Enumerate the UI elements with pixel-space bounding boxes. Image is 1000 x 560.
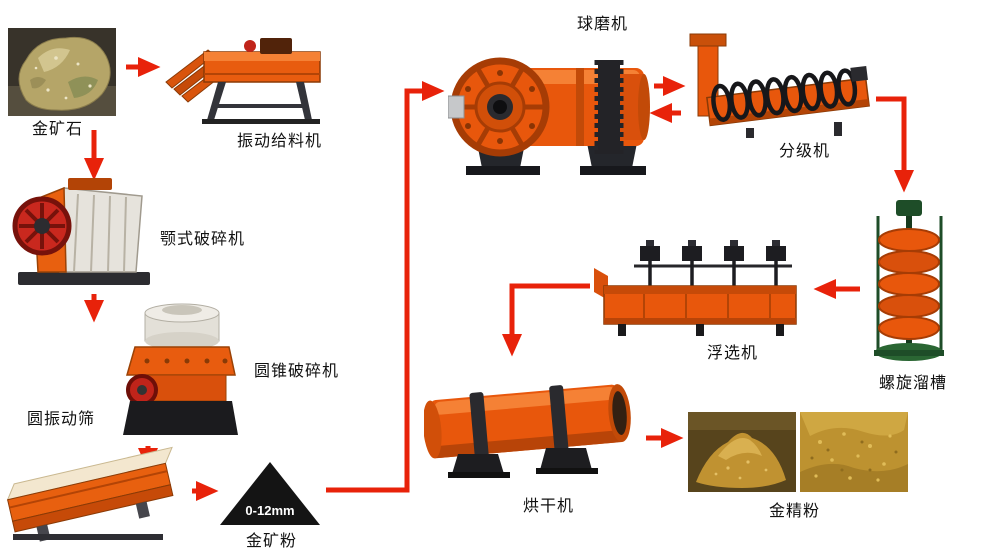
label-gold-ore: 金矿石 bbox=[32, 121, 84, 138]
jaw-crusher bbox=[12, 172, 157, 290]
spiral-chute bbox=[866, 198, 954, 370]
jaw-crusher-illustration bbox=[12, 178, 150, 285]
gold-concentrate-pile-illustration bbox=[688, 412, 796, 492]
label-ore-powder: 金矿粉 bbox=[246, 533, 298, 550]
classifier-illustration bbox=[689, 33, 870, 138]
arrow-powder-to-ballmill bbox=[326, 81, 445, 493]
rotary-dryer-illustration bbox=[422, 384, 631, 478]
ball-mill-illustration bbox=[447, 57, 650, 175]
label-vibrating-screen: 圆振动筛 bbox=[27, 411, 96, 428]
ball-mill bbox=[447, 26, 650, 184]
gold-concentrate-photo-2 bbox=[800, 412, 908, 492]
label-classifier: 分级机 bbox=[779, 143, 831, 160]
vibrating-screen-illustration bbox=[6, 446, 174, 542]
cone-crusher bbox=[122, 295, 240, 443]
gold-powder-texture-illustration bbox=[800, 412, 908, 492]
flotation-machine-illustration bbox=[594, 240, 797, 336]
label-dryer: 烘干机 bbox=[523, 498, 575, 515]
gold-ore-rock-illustration bbox=[8, 28, 116, 116]
label-gold-concentrate: 金精粉 bbox=[769, 503, 821, 520]
powder-size-text: 0-12mm bbox=[245, 503, 295, 518]
vibrating-feeder bbox=[162, 26, 334, 128]
label-cone-crusher: 圆锥破碎机 bbox=[254, 363, 340, 380]
arrow-flotation-to-dryer bbox=[502, 283, 590, 357]
rotary-dryer bbox=[422, 362, 642, 484]
label-spiral-chute: 螺旋溜槽 bbox=[879, 375, 948, 392]
label-jaw-crusher: 颚式破碎机 bbox=[160, 231, 246, 248]
label-vibrating-feeder: 振动给料机 bbox=[237, 133, 323, 150]
spiral-chute-illustration bbox=[874, 200, 944, 361]
cone-crusher-illustration bbox=[123, 303, 238, 435]
arrow-classifier-to-chute bbox=[876, 96, 914, 193]
circular-vibrating-screen bbox=[5, 438, 187, 546]
vibrating-feeder-illustration bbox=[165, 38, 321, 124]
label-ball-mill: 球磨机 bbox=[577, 16, 629, 33]
flotation-machine bbox=[594, 234, 810, 340]
gold-concentrate-photo-1 bbox=[688, 412, 796, 492]
spiral-classifier bbox=[686, 32, 874, 140]
gold-ore-photo bbox=[8, 28, 116, 116]
ore-powder-pile bbox=[220, 462, 320, 525]
label-flotation-machine: 浮选机 bbox=[707, 345, 759, 362]
